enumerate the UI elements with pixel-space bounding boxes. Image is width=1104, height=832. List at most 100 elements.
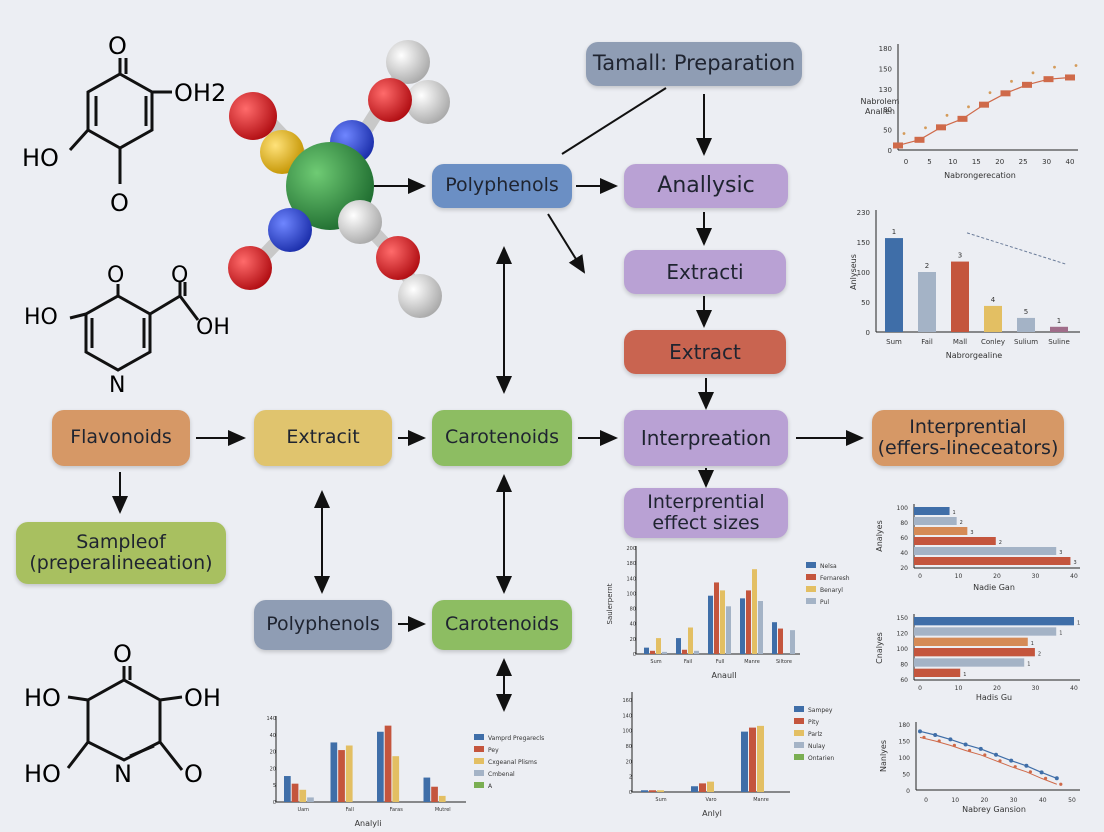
y-tick-label: 40: [900, 550, 908, 557]
y-tick-label: 40: [630, 622, 636, 628]
node-interpretation: Interpreation: [624, 410, 788, 466]
bar: [914, 658, 1025, 667]
data-point: [933, 733, 938, 737]
bar: [392, 756, 400, 802]
bar: [345, 745, 353, 802]
bar: [423, 777, 431, 802]
mol3-o-top: O: [113, 640, 132, 668]
bar: [299, 789, 307, 802]
legend-swatch: [806, 574, 816, 580]
y-tick-label: 80: [626, 744, 632, 750]
x-tick-label: 10: [955, 685, 963, 692]
y-tick-label: 180: [899, 722, 911, 729]
chart4-ylabel: Cnalyes: [875, 632, 884, 664]
data-label: 3: [958, 252, 962, 260]
x-tick-label: 15: [972, 158, 981, 166]
data-point: [948, 737, 953, 742]
data-label: 2: [960, 520, 963, 526]
x-tick-label: 20: [993, 685, 1001, 692]
bar: [914, 627, 1057, 636]
legend-swatch: [474, 734, 484, 740]
y-tick-label: 100: [626, 591, 636, 597]
mol3-oh: OH: [184, 684, 221, 712]
bar: [708, 595, 713, 654]
bar: [914, 648, 1035, 657]
legend-label: Pity: [808, 719, 820, 726]
y-tick-label: 80: [900, 520, 908, 527]
legend-swatch: [794, 754, 804, 760]
chart2-ylabel: Anlyseus: [849, 254, 858, 290]
bar: [914, 617, 1074, 626]
legend-label: Nelsa: [820, 563, 837, 570]
data-label: 4: [991, 296, 996, 304]
y-tick-label: 0: [906, 788, 910, 795]
node-extracti: Extracti: [624, 250, 786, 294]
x-tick-label: 40: [1070, 573, 1078, 580]
y-tick-label: 140: [626, 576, 636, 582]
bar: [641, 790, 648, 792]
bar: [714, 582, 719, 654]
data-point: [952, 743, 957, 748]
x-tick-label: 25: [1019, 158, 1028, 166]
pyridinone-molecule: [69, 282, 200, 372]
legend-swatch: [474, 758, 484, 764]
bar: [772, 622, 777, 654]
x-tick-label: Fail: [684, 659, 692, 665]
bar: [330, 742, 338, 802]
node-polyphenols-bottom: Polyphenols: [254, 600, 392, 650]
bar: [307, 797, 314, 802]
x-tick-label: 20: [993, 573, 1001, 580]
bar: [691, 786, 698, 792]
data-point: [1059, 782, 1063, 786]
y-tick-label: 200: [626, 546, 636, 552]
scatter-dot: [945, 113, 949, 117]
y-tick-label: 20: [630, 637, 636, 643]
x-tick-label: 5: [927, 158, 931, 166]
scatter-dot: [902, 132, 906, 135]
data-point: [1043, 76, 1054, 83]
legend-label: Pey: [488, 747, 499, 754]
x-tick-label: Faras: [390, 807, 404, 813]
data-point: [893, 142, 903, 149]
legend-label: Cmbenal: [488, 771, 515, 778]
y-tick-label: 150: [857, 239, 870, 247]
x-tick-label: Manre: [744, 659, 760, 665]
node-polyphenols-top: Polyphenols: [432, 164, 572, 208]
scatter-dot: [988, 91, 992, 95]
bar: [951, 261, 969, 332]
y-tick-label: 100: [897, 505, 909, 512]
x-tick-label: 0: [918, 685, 922, 692]
data-label: 1: [1059, 631, 1062, 637]
mol2-o-left: O: [107, 263, 124, 288]
legend-label: Pul: [820, 599, 829, 606]
data-point: [957, 115, 968, 122]
mol3-n: N: [114, 760, 132, 788]
x-tick-label: Mutrel: [435, 807, 451, 813]
data-label: 1: [963, 672, 966, 678]
legend-label: Sampey: [808, 707, 833, 714]
scatter-dot: [1053, 65, 1056, 69]
chart5-ylabel: Nanlyes: [879, 740, 888, 772]
y-tick-label: 180: [626, 561, 636, 567]
chart8-xlabel: Anlyl: [702, 809, 722, 818]
bar: [1017, 317, 1035, 332]
x-tick-label: 30: [1032, 573, 1040, 580]
data-label: 3: [1059, 550, 1062, 556]
y-tick-label: 2: [629, 775, 632, 781]
scatter-dot: [1010, 79, 1013, 83]
y-tick-label: 20: [270, 766, 276, 772]
bar: [644, 647, 649, 654]
mol2-oh: OH: [196, 315, 230, 340]
y-tick-label: 80: [900, 662, 908, 669]
trend-line: [966, 232, 1067, 265]
data-point: [968, 748, 972, 753]
chart4-xlabel: Hadis Gu: [976, 693, 1012, 702]
data-point: [914, 136, 925, 143]
x-tick-label: Sum: [886, 338, 902, 346]
bar: [699, 783, 706, 792]
data-point: [1054, 776, 1059, 781]
